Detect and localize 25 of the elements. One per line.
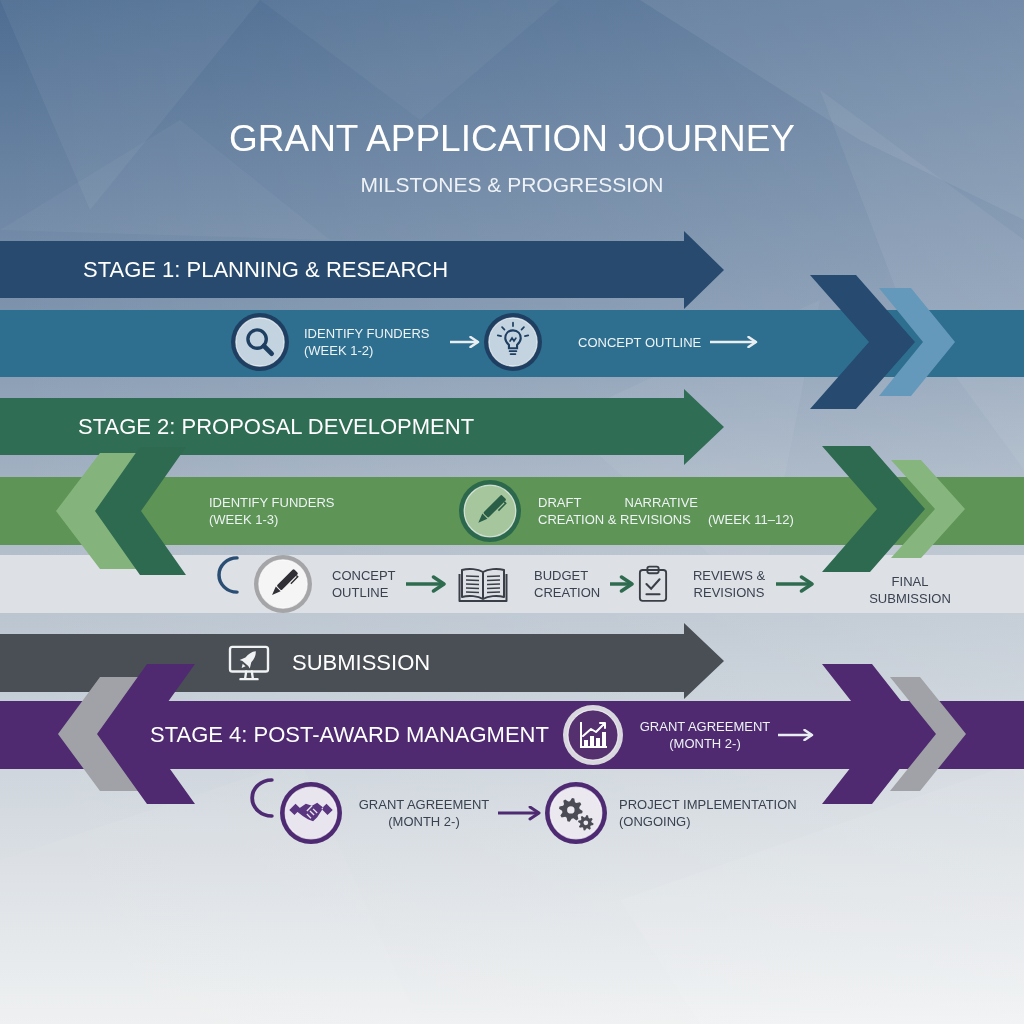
- subtitle: MILSTONES & PROGRESSION: [360, 172, 664, 198]
- milestone-label: GRANT AGREEMENT (MONTH 2-): [638, 718, 772, 752]
- arrow: [450, 335, 480, 349]
- milestone-label: PROJECT IMPLEMENTATION (ONGOING): [619, 796, 798, 830]
- milestone-label: (WEEK 11–12): [708, 511, 795, 528]
- milestone-label: IDENTIFY FUNDERS (WEEK 1-3): [209, 494, 336, 528]
- milestone-label: DRAFT NARRATIVE CREATION & REVISIONS: [538, 494, 698, 528]
- milestone-label: IDENTIFY FUNDERS (WEEK 1-2): [304, 325, 431, 359]
- milestone-label: CONCEPT OUTLINE: [578, 333, 703, 351]
- arrow: [610, 575, 634, 593]
- stage-title: STAGE 1: PLANNING & RESEARCH: [83, 256, 449, 283]
- band: [0, 555, 1024, 613]
- milestone-label: REVIEWS & REVISIONS: [691, 567, 767, 601]
- milestone-label: FINAL SUBMISSION: [868, 573, 952, 607]
- stage-title: STAGE 2: PROPOSAL DEVELOPMENT: [78, 413, 475, 440]
- milestone-label: CONCEPT OUTLINE: [332, 567, 397, 601]
- milestone-label: GRANT AGREEMENT (MONTH 2-): [357, 796, 491, 830]
- arrow: [406, 575, 446, 593]
- arrow: [778, 728, 814, 742]
- stage-title: SUBMISSION: [292, 650, 431, 676]
- stage-title: STAGE 4: POST-AWARD MANAGMENT: [150, 722, 549, 748]
- milestone-label: BUDGET CREATION: [534, 567, 602, 601]
- arrow: [498, 805, 541, 821]
- arrow: [776, 575, 814, 593]
- title: GRANT APPLICATION JOURNEY: [228, 117, 796, 161]
